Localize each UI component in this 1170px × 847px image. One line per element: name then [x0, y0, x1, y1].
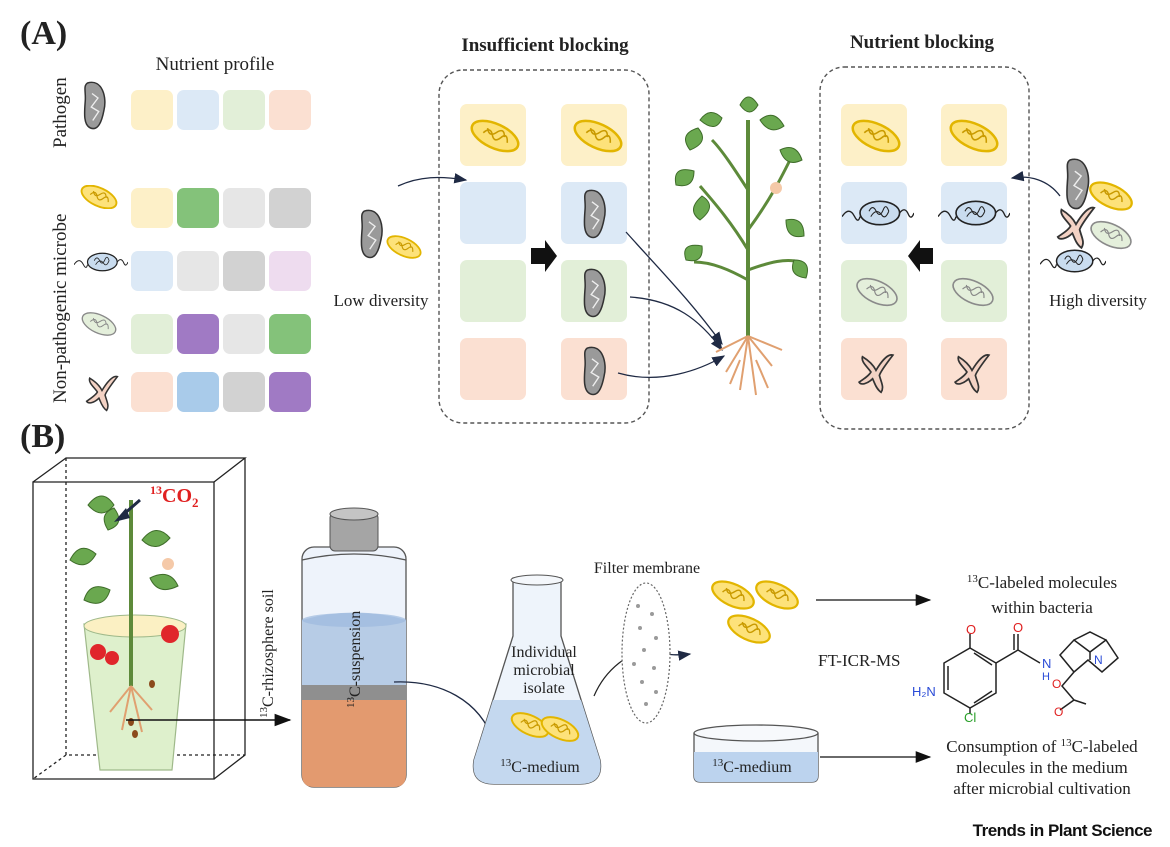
ft-icr-ms-label: FT-ICR-MS	[818, 651, 901, 670]
svg-text:O: O	[1054, 705, 1063, 719]
low-diversity-label: Low diversity	[334, 291, 429, 310]
suspension-label: 13C-suspension	[345, 611, 364, 708]
svg-text:O: O	[966, 622, 976, 637]
nutrient-tile	[269, 90, 311, 130]
nutrient-tile	[177, 314, 219, 354]
ins-tile-left	[460, 260, 526, 322]
nutrient-tile	[223, 90, 265, 130]
insufficient-blocking-title: Insufficient blocking	[461, 35, 629, 56]
consumption-line-1: Consumption of 13C-labeled	[946, 737, 1138, 756]
pathogen-icon	[83, 81, 106, 130]
nutrient-tile	[223, 251, 265, 291]
nutrient-tile	[269, 314, 311, 354]
high-div-tan-icon	[1056, 206, 1096, 249]
blue-microbe-icon	[74, 252, 128, 272]
rhizosphere-soil-label: 13C-rhizosphere soil	[258, 589, 277, 718]
green-microbe-icon	[78, 312, 120, 336]
nb-black-arrow	[908, 240, 933, 272]
ins-tile-left	[460, 338, 526, 400]
arrow-to-plant-2	[629, 296, 723, 352]
nutrient-tile	[269, 372, 311, 412]
nutrient-tile	[269, 251, 311, 291]
nutrient-tile	[177, 251, 219, 291]
svg-text:H: H	[1042, 671, 1050, 683]
isolate-line-3: isolate	[523, 680, 565, 697]
svg-text:O: O	[1052, 677, 1061, 691]
pathogen-label: Pathogen	[50, 77, 71, 148]
yellow-microbe-icon	[78, 185, 120, 209]
nonpathogenic-label: Non-pathogenic microbe	[50, 214, 71, 403]
nutrient-tile	[131, 314, 173, 354]
flask-medium-label: 13C-medium	[500, 757, 580, 776]
filtered-bacteria-icon-3	[724, 612, 774, 646]
nutrient-tile	[223, 372, 265, 412]
filtered-bacteria-icon-2	[752, 578, 802, 612]
filter-membrane	[621, 582, 671, 724]
svg-text:Cl: Cl	[964, 710, 976, 725]
dish-medium-label: 13C-medium	[712, 757, 792, 776]
svg-text:H₂N: H₂N	[912, 684, 936, 699]
high-diversity-label: High diversity	[1049, 291, 1147, 310]
panel-a-label: (A)	[20, 15, 67, 52]
nutrient-tile	[131, 251, 173, 291]
nutrient-profile-label: Nutrient profile	[156, 54, 275, 75]
growth-chamber	[32, 457, 247, 780]
nutrient-tile	[223, 188, 265, 228]
svg-text:O: O	[1013, 620, 1023, 635]
chemical-structure: O O N H H₂N Cl N O O	[912, 620, 1119, 725]
panel-b-label: (B)	[20, 418, 65, 455]
filter-membrane-label: Filter membrane	[594, 560, 700, 577]
high-div-arrow	[1010, 170, 1061, 197]
low-div-yellow-icon	[384, 234, 424, 260]
bottle-to-flask-arrow	[393, 681, 496, 744]
isolate-line-2: microbial	[513, 662, 575, 679]
nutrient-tile	[269, 188, 311, 228]
low-div-pathogen-icon	[360, 209, 383, 259]
nutrient-tile	[131, 188, 173, 228]
high-div-blue-icon	[1040, 249, 1106, 273]
suspension-bottle	[301, 507, 407, 788]
nutrient-tile	[177, 90, 219, 130]
consumption-line-3: after microbial cultivation	[953, 779, 1131, 798]
high-div-green-icon	[1086, 218, 1136, 252]
tan-microbe-icon	[85, 375, 119, 412]
nutrient-tile	[177, 188, 219, 228]
pot-soil-top	[83, 614, 187, 638]
nutrient-tile	[223, 314, 265, 354]
nutrient-profile-grid	[131, 90, 311, 412]
ins-tile-left	[460, 182, 526, 244]
journal-label: Trends in Plant Science	[973, 821, 1152, 840]
petri-dish	[693, 724, 819, 783]
high-div-pathogen-icon	[1066, 158, 1090, 210]
labeled-molecules-line-1: 13C-labeled molecules	[967, 573, 1117, 592]
svg-text:N: N	[1042, 656, 1051, 671]
nutrient-blocking-title: Nutrient blocking	[850, 32, 995, 53]
filtered-bacteria-icon-1	[708, 578, 758, 612]
low-div-arrow	[397, 173, 468, 187]
consumption-line-2: molecules in the medium	[956, 758, 1127, 777]
plant-illustration	[674, 96, 808, 396]
co2-label: 13CO2	[150, 483, 199, 510]
nutrient-tile	[177, 372, 219, 412]
labeled-molecules-line-2: within bacteria	[991, 598, 1093, 617]
nutrient-tile	[131, 90, 173, 130]
isolate-line-1: Individual	[511, 644, 577, 661]
arrow-to-plant-3	[617, 355, 726, 379]
ins-black-arrow	[531, 240, 557, 272]
svg-text:N: N	[1094, 653, 1103, 667]
nutrient-blocking-box	[819, 66, 1030, 430]
insufficient-blocking-box	[438, 69, 650, 424]
plant-b-illustration	[69, 495, 179, 738]
nutrient-tile	[131, 372, 173, 412]
arrow-to-plant-1	[625, 231, 723, 346]
